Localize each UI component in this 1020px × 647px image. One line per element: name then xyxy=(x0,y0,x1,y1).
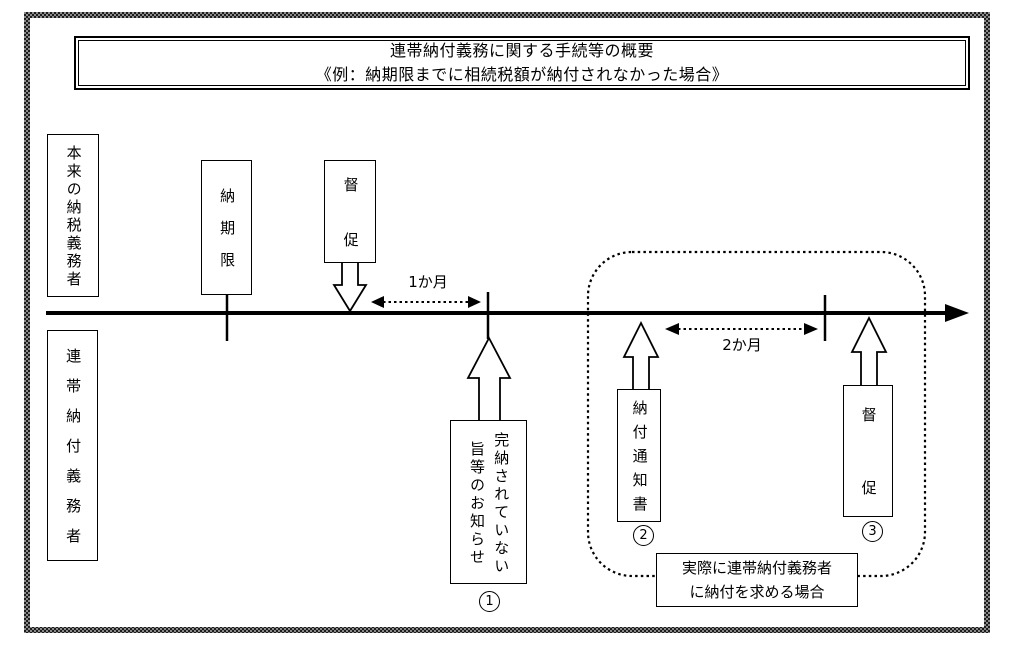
incomplete-notice-up-arrow-icon xyxy=(466,336,512,422)
lane-original-taxpayer: 本来の納税義務者 xyxy=(47,134,99,297)
annotation-box: 実際に連帯納付義務者 に納付を求める場合 xyxy=(656,553,858,607)
lane-original-taxpayer-label: 本来の納税義務者 xyxy=(64,145,83,289)
interval-two-month-left-head-icon xyxy=(665,323,679,335)
annotation-line1: 実際に連帯納付義務者 xyxy=(681,559,832,577)
payment-notice-up-arrow-icon xyxy=(622,320,660,391)
event-payment-notice-label: 納付通知書 xyxy=(630,400,649,520)
interval-one-month-left-head-icon xyxy=(371,296,384,308)
step-number-3: 3 xyxy=(862,521,883,542)
annotation-line2: に納付を求める場合 xyxy=(689,583,825,601)
page-subtitle: 《例：納期限までに相続税額が納付されなかった場合》 xyxy=(315,65,729,84)
demand-second-up-arrow-icon xyxy=(850,315,888,387)
event-demand-first-label: 督促 xyxy=(341,176,360,287)
event-payment-notice-box: 納付通知書 xyxy=(617,389,661,522)
interval-two-month-label: 2か月 xyxy=(722,336,762,354)
title-box: 連帯納付義務に関する手続等の概要 《例：納期限までに相続税額が納付されなかった場… xyxy=(74,36,970,90)
interval-one-month-right-head-icon xyxy=(468,296,481,308)
event-incomplete-notice-line2: 旨等のお知らせ xyxy=(468,440,486,567)
event-incomplete-notice-box: 完納されていない 旨等のお知らせ xyxy=(450,420,527,584)
step-number-1: 1 xyxy=(479,591,500,612)
event-demand-second-box: 督促 xyxy=(843,385,893,553)
lane-joint-payer-label: 連帯納付義務者 xyxy=(64,348,83,558)
timeline-arrowhead-icon xyxy=(945,304,969,322)
step-number-2: 2 xyxy=(633,525,654,546)
event-incomplete-notice-line1: 完納されていない xyxy=(492,431,511,576)
interval-one-month-label: 1か月 xyxy=(408,273,448,291)
page-title: 連帯納付義務に関する手続等の概要 xyxy=(389,41,654,60)
event-demand-first-box: 督促 xyxy=(324,160,376,287)
title-box-inner: 連帯納付義務に関する手続等の概要 《例：納期限までに相続税額が納付されなかった場… xyxy=(78,40,966,86)
lane-joint-payer: 連帯納付義務者 xyxy=(47,330,98,561)
interval-two-month-right-head-icon xyxy=(804,323,818,335)
event-due-date-label: 納期限 xyxy=(218,188,237,284)
event-demand-second-label: 督促 xyxy=(859,407,878,553)
event-due-date-box: 納期限 xyxy=(201,160,252,295)
